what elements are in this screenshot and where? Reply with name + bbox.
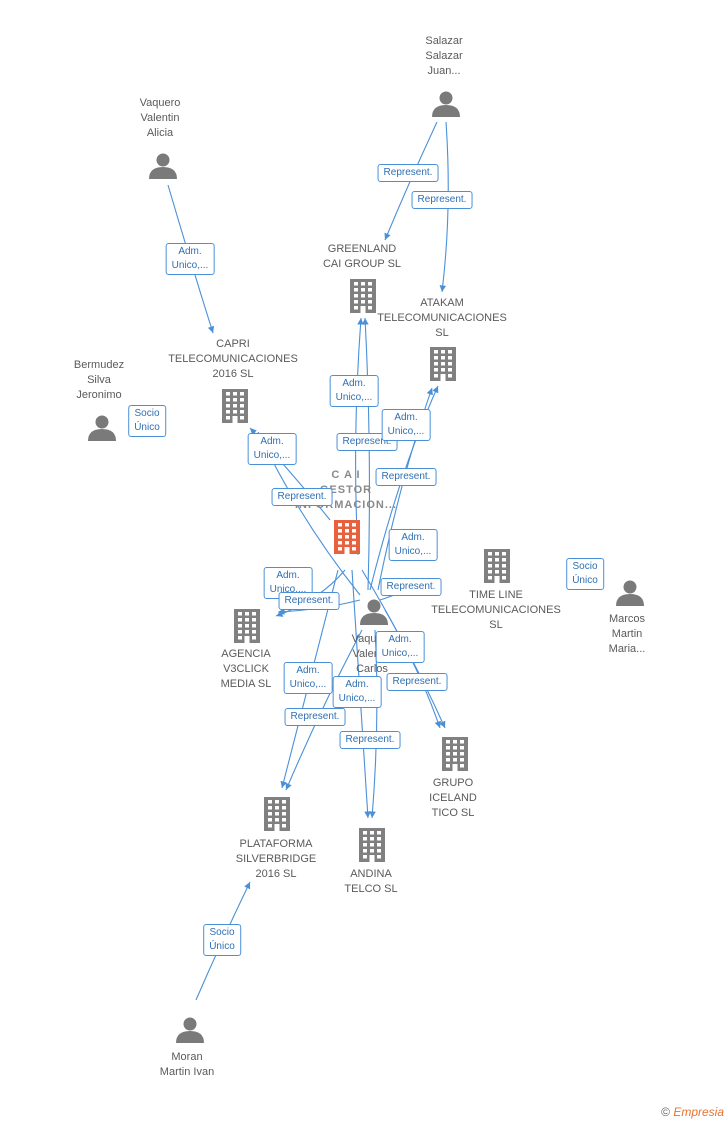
- brand-logo: Empresia: [673, 1105, 724, 1119]
- edge-label-represent[interactable]: Represent.: [375, 468, 437, 486]
- edge-label-represent[interactable]: Represent.: [386, 673, 448, 691]
- edge-cai-greenland-2: [362, 317, 371, 591]
- building-icon[interactable]: [484, 549, 510, 583]
- building-icon[interactable]: [234, 609, 260, 643]
- node-label-greenland[interactable]: GREENLAND CAI GROUP SL: [322, 243, 402, 270]
- edge-label-socio-unico[interactable]: Socio Único: [566, 558, 604, 590]
- node-label-vaquero-alicia[interactable]: Vaquero Valentin Alicia: [139, 97, 181, 139]
- person-icon[interactable]: [176, 1017, 204, 1044]
- building-icon[interactable]: [442, 737, 468, 771]
- node-label-capri[interactable]: CAPRI TELECOMUNICACIONES 2016 SL: [168, 338, 298, 380]
- node-label-grupo[interactable]: GRUPO ICELAND TICO SL: [429, 777, 477, 819]
- edge-label-represent[interactable]: Represent.: [284, 708, 346, 726]
- edge-label-adm-unico[interactable]: Adm. Unico,...: [375, 631, 425, 663]
- edge-label-represent[interactable]: Represent.: [380, 578, 442, 596]
- edge-label-represent[interactable]: Represent.: [339, 731, 401, 749]
- edge-label-represent[interactable]: Represent.: [271, 488, 333, 506]
- edge-label-represent[interactable]: Represent.: [278, 592, 340, 610]
- node-label-salazar[interactable]: Salazar Salazar Juan...: [425, 35, 463, 77]
- edge-label-adm-unico[interactable]: Adm. Unico,...: [388, 529, 438, 561]
- edge-label-represent[interactable]: Represent.: [377, 164, 439, 182]
- edge-label-adm-unico[interactable]: Adm. Unico,...: [381, 409, 431, 441]
- building-icon[interactable]: [264, 797, 290, 831]
- node-label-agencia[interactable]: AGENCIA V3CLICK MEDIA SL: [220, 648, 272, 690]
- node-label-bermudez[interactable]: Bermudez Silva Jeronimo: [73, 359, 125, 401]
- edge-label-socio-unico[interactable]: Socio Único: [128, 405, 166, 437]
- person-icon[interactable]: [149, 153, 177, 180]
- edge-label-adm-unico[interactable]: Adm. Unico,...: [165, 243, 215, 275]
- edge-label-adm-unico[interactable]: Adm. Unico,...: [332, 676, 382, 708]
- node-label-andina[interactable]: ANDINA TELCO SL: [344, 868, 398, 895]
- person-icon[interactable]: [432, 91, 460, 118]
- copyright-symbol: ©: [661, 1105, 670, 1119]
- edge-label-adm-unico[interactable]: Adm. Unico,...: [283, 662, 333, 694]
- building-icon[interactable]: [359, 828, 385, 862]
- node-label-timeline[interactable]: TIME LINE TELECOMUNICACIONES SL: [431, 589, 561, 631]
- focus-building-icon[interactable]: [334, 520, 360, 554]
- person-icon[interactable]: [88, 415, 116, 442]
- edge-label-adm-unico[interactable]: Adm. Unico,...: [329, 375, 379, 407]
- footer-brand: © Empresia: [661, 1105, 724, 1119]
- node-label-marcos[interactable]: Marcos Martin Maria...: [608, 613, 646, 655]
- edge-label-socio-unico[interactable]: Socio Único: [203, 924, 241, 956]
- edge-carlos-grupo: [384, 609, 441, 729]
- building-icon[interactable]: [222, 389, 248, 423]
- edge-label-adm-unico[interactable]: Adm. Unico,...: [247, 433, 297, 465]
- building-icon[interactable]: [430, 347, 456, 381]
- building-icon[interactable]: [350, 279, 376, 313]
- edge-label-represent[interactable]: Represent.: [411, 191, 473, 209]
- person-icon[interactable]: [616, 580, 644, 607]
- node-label-atakam[interactable]: ATAKAM TELECOMUNICACIONES SL: [377, 297, 507, 339]
- node-label-plataforma[interactable]: PLATAFORMA SILVERBRIDGE 2016 SL: [235, 838, 317, 880]
- person-icon[interactable]: [360, 599, 388, 626]
- node-label-moran[interactable]: Moran Martin Ivan: [159, 1051, 215, 1078]
